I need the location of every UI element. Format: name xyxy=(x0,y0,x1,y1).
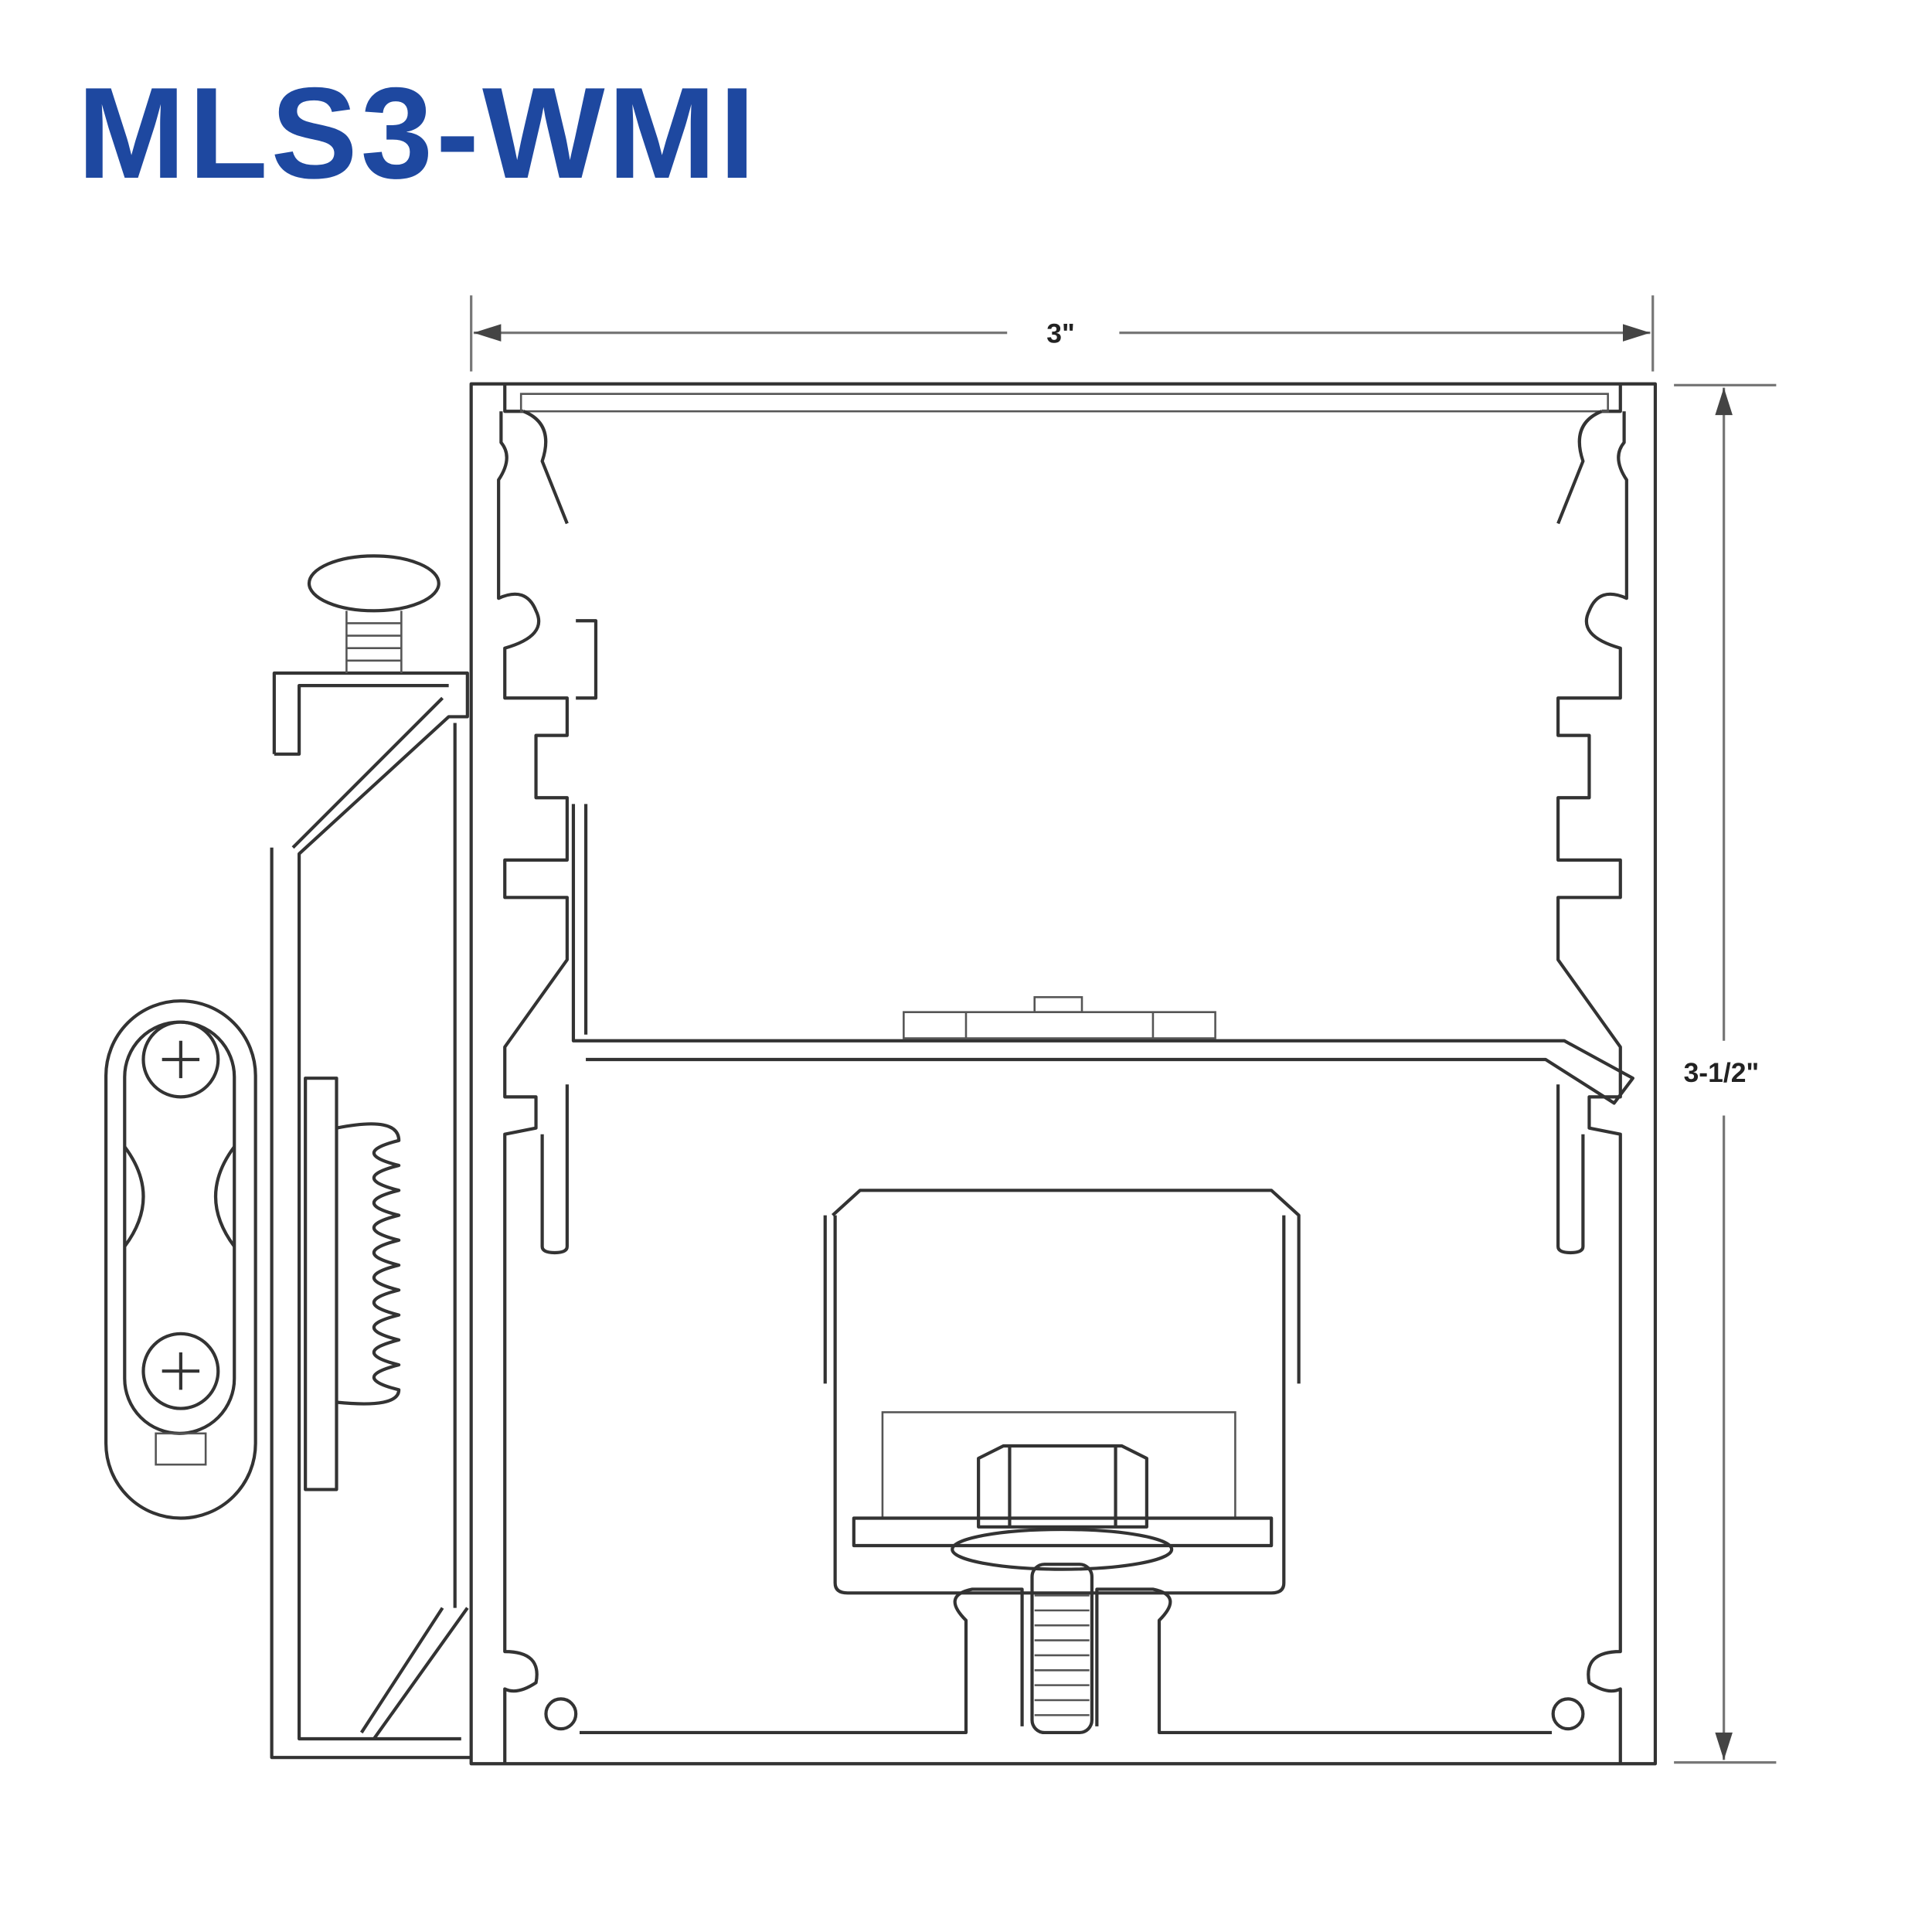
height-dimension: 3-1/2" xyxy=(1674,383,1777,1764)
screw-head-icon xyxy=(162,1352,200,1390)
height-label: 3-1/2" xyxy=(1684,1057,1760,1088)
product-title: MLS3-WMI xyxy=(77,60,759,206)
cable-clamp xyxy=(104,999,257,1520)
screw-head-icon xyxy=(162,1040,200,1079)
wall-mount-bracket xyxy=(270,554,471,1760)
width-dimension: 3" xyxy=(470,295,1655,372)
width-label: 3" xyxy=(1046,318,1075,349)
housing-extrusion xyxy=(469,382,1658,1766)
driver-box xyxy=(823,1189,1301,1735)
